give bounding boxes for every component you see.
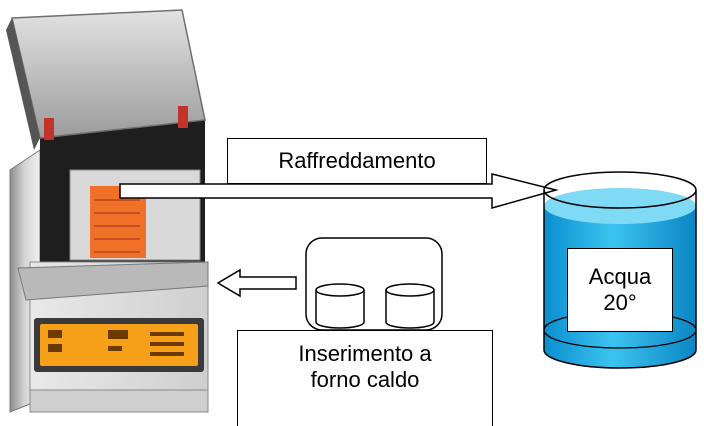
water-surface <box>544 188 696 224</box>
hinge-right <box>178 106 188 128</box>
hinge-left <box>44 118 54 140</box>
control-panel-readouts <box>48 330 184 356</box>
crucible-right <box>385 283 435 329</box>
crucible-pair-icon <box>305 237 443 331</box>
furnace-shelf <box>17 261 209 301</box>
cooling-arrow <box>119 173 559 209</box>
tank-outline <box>543 190 697 369</box>
tank-rim <box>543 171 697 209</box>
furnace-base <box>29 389 209 413</box>
muffle-furnace-icon <box>6 9 209 413</box>
water-temperature-label: Acqua 20° <box>567 248 673 332</box>
heating-element-lines <box>94 199 140 253</box>
cooling-label: Raffreddamento <box>227 138 487 184</box>
insertion-arrow <box>216 268 297 298</box>
crucible-left <box>315 283 365 329</box>
hot-insertion-label: Inserimento a forno caldo <box>237 330 493 426</box>
furnace-lid <box>11 9 206 139</box>
